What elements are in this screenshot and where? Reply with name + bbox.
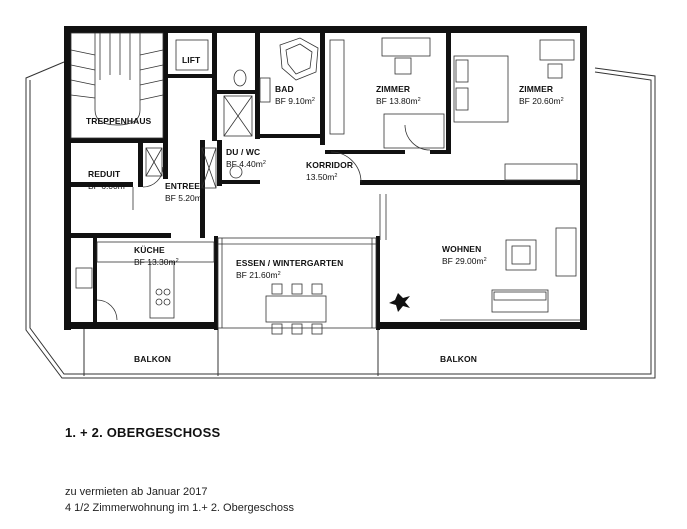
area-zimmer-1: BF 13.80m2 (376, 96, 421, 106)
area-entree: BF 5.20m2 (165, 193, 205, 203)
label-balkon-2: BALKON (440, 354, 477, 364)
label-wohnen: WOHNEN (442, 244, 481, 254)
label-korridor: KORRIDOR (306, 160, 353, 170)
plant-icon (389, 293, 410, 312)
balcony-outline (25, 61, 656, 379)
label-reduit: REDUIT (88, 169, 121, 179)
caption-availability: zu vermieten ab Januar 2017 (65, 486, 208, 498)
label-kueche: KÜCHE (134, 245, 165, 255)
label-treppenhaus: TREPPENHAUS (86, 116, 152, 126)
fixtures (70, 32, 580, 335)
label-du-wc: DU / WC (226, 147, 260, 157)
area-wohnen: BF 29.00m2 (442, 256, 487, 266)
label-balkon-1: BALKON (134, 354, 171, 364)
room-labels: TREPPENHAUS LIFT BAD BF 9.10m2 ZIMMER BF… (86, 55, 564, 364)
floor-plan: TREPPENHAUS LIFT BAD BF 9.10m2 ZIMMER BF… (25, 26, 656, 379)
label-essen-wintergarten: ESSEN / WINTERGARTEN (236, 258, 343, 268)
caption-apartment-type: 4 1/2 Zimmerwohnung im 1.+ 2. Obergescho… (65, 502, 294, 514)
label-bad: BAD (275, 84, 294, 94)
label-entree: ENTREE (165, 181, 200, 191)
area-korridor: 13.50m2 (306, 172, 337, 182)
exterior-walls (64, 26, 587, 330)
interior-walls (71, 33, 586, 330)
label-lift: LIFT (182, 55, 201, 65)
label-zimmer-1: ZIMMER (376, 84, 410, 94)
area-kueche: BF 13.30m2 (134, 257, 179, 267)
area-reduit: BF 6.00m2 (88, 181, 128, 191)
area-essen-wintergarten: BF 21.60m2 (236, 270, 281, 280)
area-du-wc: BF 4.40m2 (226, 159, 266, 169)
area-zimmer-2: BF 20.60m2 (519, 96, 564, 106)
floor-title: 1. + 2. OBERGESCHOSS (65, 425, 221, 440)
area-bad: BF 9.10m2 (275, 96, 315, 106)
label-zimmer-2: ZIMMER (519, 84, 553, 94)
